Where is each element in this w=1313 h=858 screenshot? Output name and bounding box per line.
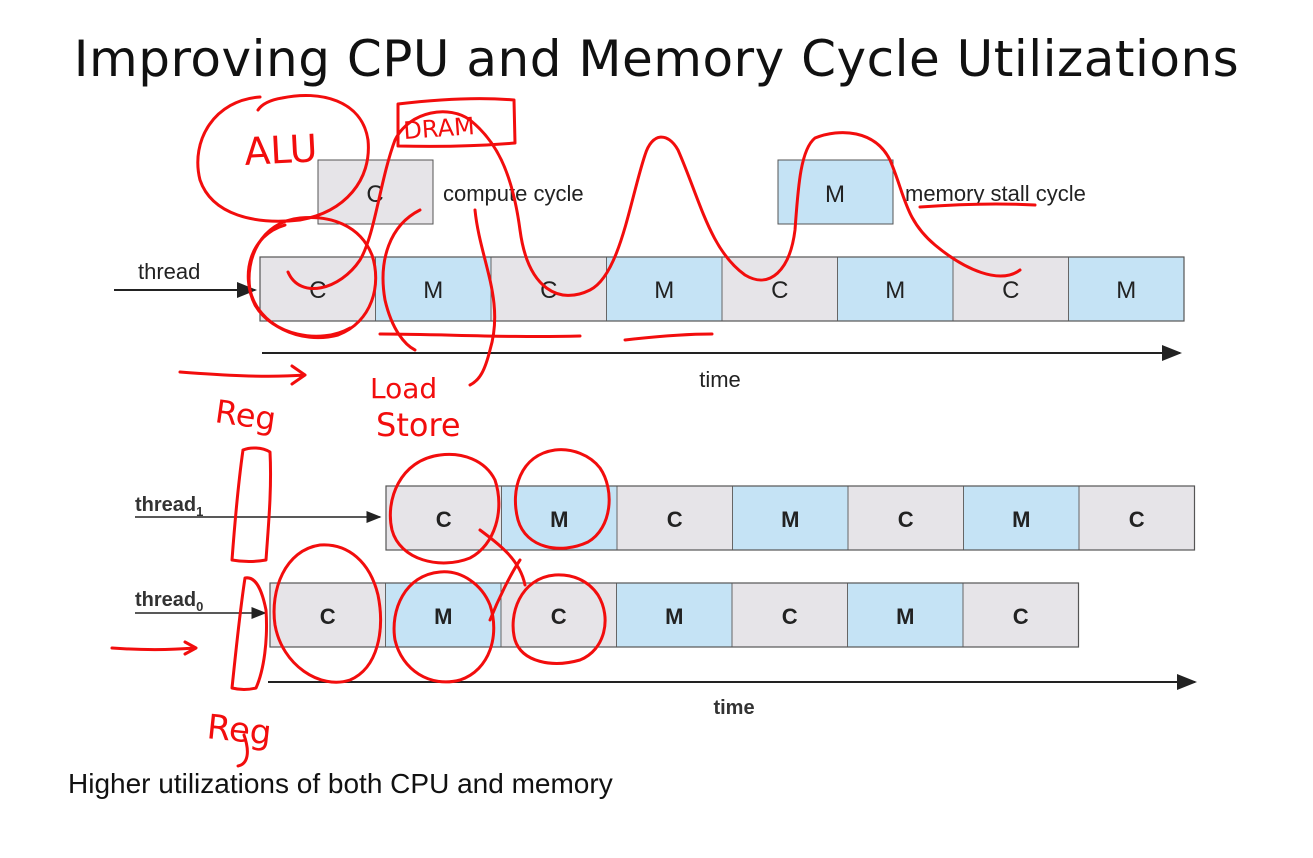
reg-box-thread1 <box>230 446 273 563</box>
underline-2 <box>623 332 714 342</box>
reg-box-thread0 <box>230 576 268 691</box>
thread1-label-text: thread <box>135 494 196 516</box>
thread0-cell-label: C <box>320 604 336 629</box>
t0-circle-c1 <box>272 543 382 684</box>
top-cell-label: C <box>771 277 788 304</box>
thread1-subscript: 1 <box>196 504 203 519</box>
thread1-cell-memory <box>732 485 849 551</box>
alu-circle <box>196 94 370 223</box>
row-border <box>385 485 1196 551</box>
top-cell-label: M <box>885 277 905 304</box>
t1-circle-c <box>388 452 501 565</box>
annotation-reg-top: Reg <box>213 392 278 438</box>
top-cell-label: C <box>1002 277 1019 304</box>
thread0-cell-label: C <box>551 604 567 629</box>
thread0-label-text: thread <box>135 589 196 611</box>
thread0-cell-compute <box>269 582 386 648</box>
row-border <box>259 256 1185 322</box>
thread1-cell-memory <box>963 485 1080 551</box>
thread0-input-arrow <box>110 640 198 656</box>
thread0-label: thread0 <box>135 589 203 614</box>
thread0-cell-label: M <box>434 604 452 629</box>
thread1-cell-label: M <box>781 507 799 532</box>
cross-link <box>478 528 527 622</box>
t1-circle-m <box>513 448 611 550</box>
top-cell-memory <box>375 256 492 322</box>
top-cell-label: M <box>423 277 443 304</box>
thread1-cell-label: C <box>436 507 452 532</box>
annotation-reg-bottom: Reg <box>205 707 273 754</box>
top-time-label: time <box>699 367 741 392</box>
thread1-cell-label: M <box>550 507 568 532</box>
thread0-cell-label: C <box>782 604 798 629</box>
underline-1 <box>378 332 582 339</box>
thread1-cell-label: C <box>1129 507 1145 532</box>
top-thread-label: thread <box>138 259 200 284</box>
handwritten-annotations: ALU DRAM Reg Load Store Reg <box>110 94 1037 768</box>
legend-memory-cell-text: M <box>825 181 845 208</box>
row-border <box>269 582 1080 648</box>
top-cell-label: C <box>309 277 326 304</box>
annotation-wave <box>286 110 1022 297</box>
thread0-cell-label: C <box>1013 604 1029 629</box>
thread1-cell-label: M <box>1012 507 1030 532</box>
top-cell-label: M <box>1116 277 1136 304</box>
reg-hook <box>236 733 249 768</box>
top-m-hook <box>381 208 422 352</box>
top-c-circle-2 <box>246 223 352 338</box>
top-cell-memory <box>1068 256 1185 322</box>
reg-arrow <box>178 364 307 386</box>
annotation-load: Load <box>370 372 437 405</box>
thread0-subscript: 0 <box>196 599 203 614</box>
legend-memory-label: memory stall cycle <box>905 181 1086 206</box>
thread1-cell-label: C <box>898 507 914 532</box>
underline-memory <box>918 202 1037 209</box>
dram-box <box>396 97 517 148</box>
thread1-label: thread1 <box>135 494 203 519</box>
annotation-alu: ALU <box>243 126 318 174</box>
annotation-curve-2 <box>468 208 497 387</box>
thread1-cell-label: C <box>667 507 683 532</box>
slide-title: Improving CPU and Memory Cycle Utilizati… <box>73 30 1240 88</box>
t0-circle-m <box>392 570 496 684</box>
top-cell-memory <box>837 256 954 322</box>
top-cell-label: M <box>654 277 674 304</box>
thread0-cell-label: M <box>665 604 683 629</box>
footer-caption: Higher utilizations of both CPU and memo… <box>68 768 613 799</box>
bottom-time-label: time <box>713 697 754 719</box>
top-cell-compute <box>721 256 838 322</box>
thread0-cell-label: M <box>896 604 914 629</box>
annotation-store: Store <box>376 406 461 444</box>
t0-circle-c2 <box>511 573 607 665</box>
